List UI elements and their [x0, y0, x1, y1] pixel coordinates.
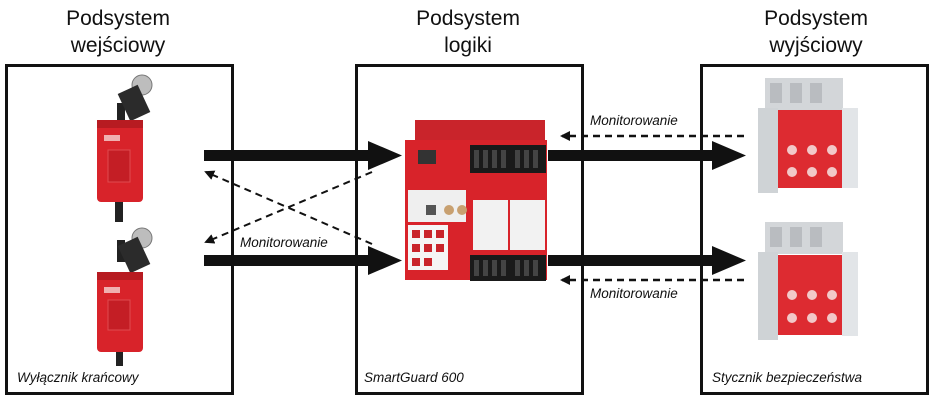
input-title-line2: wejściowy	[70, 34, 166, 57]
output-title-line1: Podsystem	[764, 7, 868, 30]
output-device-caption: Stycznik bezpieczeństwa	[712, 370, 863, 385]
monitoring-label-output-bottom: Monitorowanie	[590, 286, 678, 301]
logic-subsystem-title: Podsystem logiki	[358, 5, 578, 59]
signal-arrows-input	[204, 141, 402, 275]
monitoring-label-input: Monitorowanie	[240, 235, 328, 250]
safety-contactor-top	[758, 78, 858, 193]
safety-contactor-bottom	[758, 222, 858, 340]
limit-switch-top	[97, 74, 153, 222]
output-subsystem-title: Podsystem wyjściowy	[706, 5, 926, 59]
input-device-caption: Wyłącznik krańcowy	[17, 370, 139, 385]
signal-arrows-output	[548, 141, 746, 275]
limit-switch-bottom	[97, 227, 153, 366]
input-title-line1: Podsystem	[66, 7, 170, 30]
input-subsystem-title: Podsystem wejściowy	[8, 5, 228, 59]
logic-device-caption: SmartGuard 600	[364, 370, 464, 385]
smartguard-controller	[405, 120, 547, 281]
logic-title-line1: Podsystem	[416, 7, 520, 30]
output-title-line2: wyjściowy	[769, 34, 863, 57]
logic-title-line2: logiki	[444, 34, 492, 57]
monitoring-arrows-output	[560, 131, 744, 285]
monitoring-label-output-top: Monitorowanie	[590, 113, 678, 128]
monitoring-arrows-input	[204, 170, 373, 245]
